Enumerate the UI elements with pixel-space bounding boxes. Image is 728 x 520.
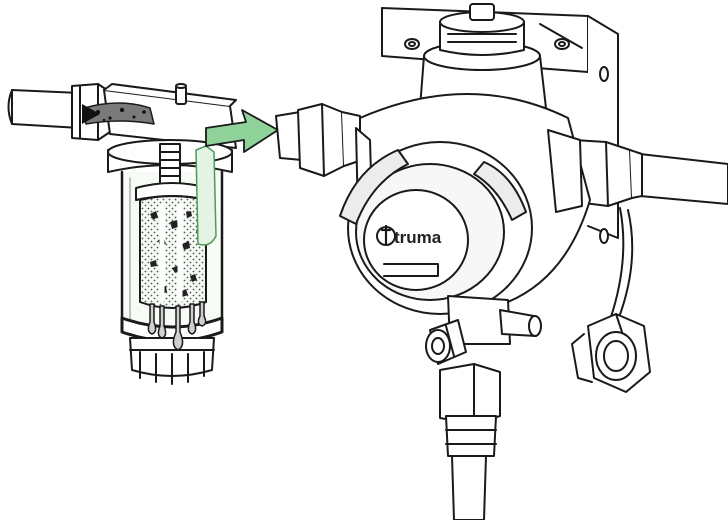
dirty-gas-stream bbox=[83, 102, 155, 125]
dirty-flow-arrow-icon bbox=[82, 104, 100, 124]
clean-flow-arrow-icon bbox=[205, 109, 279, 153]
regulator-lower-block bbox=[425, 295, 542, 520]
bleed-screw bbox=[175, 83, 187, 105]
oil-drops bbox=[147, 301, 207, 351]
clean-gas-flow bbox=[195, 109, 279, 246]
hose-connector bbox=[571, 207, 651, 393]
brand-logo-text: truma bbox=[394, 228, 442, 247]
gas-filter-head bbox=[82, 83, 237, 149]
brand-logo: truma bbox=[376, 224, 442, 247]
connector-pipe bbox=[275, 103, 363, 177]
gas-pressure-regulator: truma bbox=[339, 3, 591, 315]
outlet-pipe bbox=[573, 139, 728, 207]
